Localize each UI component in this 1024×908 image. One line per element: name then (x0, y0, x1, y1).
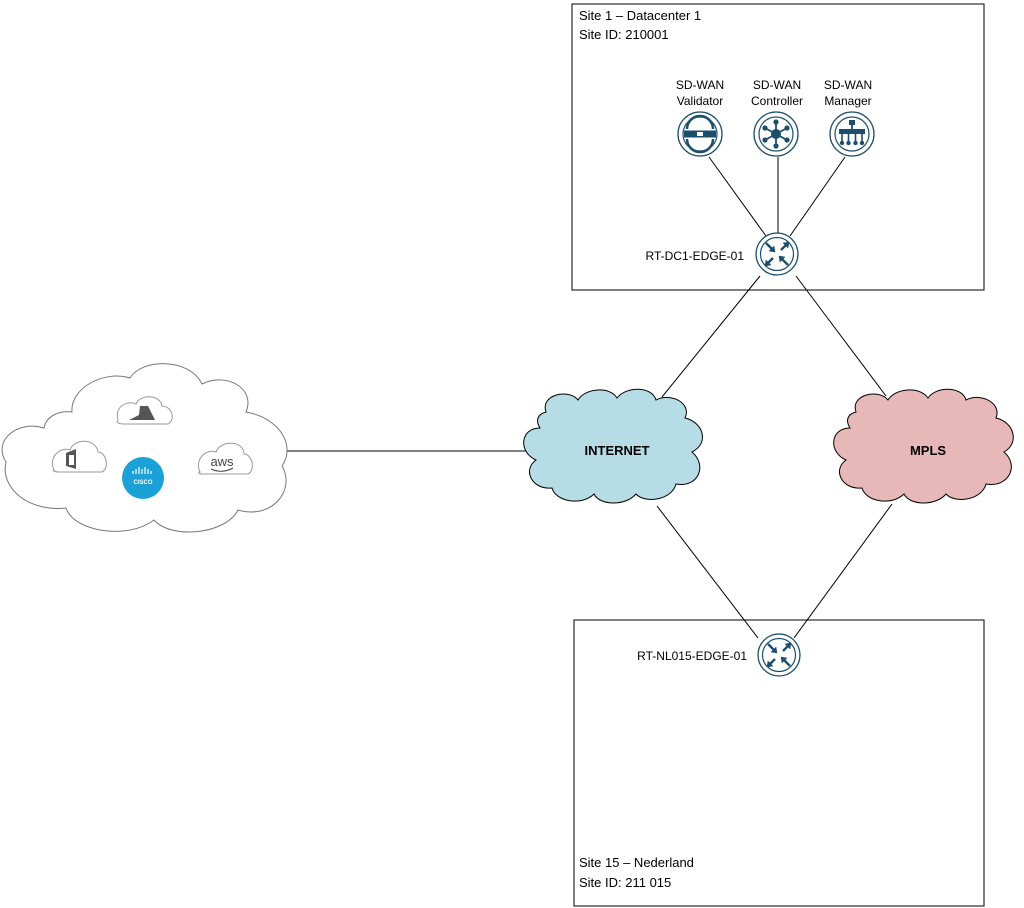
link-validator-router (708, 156, 767, 237)
aws-icon: aws (198, 442, 253, 475)
validator-label-1: SD-WAN (676, 78, 724, 92)
cisco-text: CISCO (133, 480, 152, 486)
azure-icon (116, 396, 173, 425)
site15-id: Site ID: 211 015 (579, 875, 671, 890)
manager-label-2: Manager (824, 94, 871, 108)
manager-icon[interactable] (829, 111, 875, 157)
site15-box: Site 15 – Nederland Site ID: 211 015 (573, 619, 985, 907)
internet-cloud[interactable]: INTERNET (523, 388, 703, 504)
mpls-cloud[interactable]: MPLS (833, 388, 1014, 504)
office-icon (52, 440, 107, 473)
cisco-icon: CISCO (122, 457, 164, 499)
connection-lines (286, 156, 893, 639)
link-manager-router (789, 156, 846, 237)
mpls-label: MPLS (910, 443, 946, 458)
router-dc1-icon[interactable] (755, 232, 799, 276)
site1-box: Site 1 – Datacenter 1 Site ID: 210001 (571, 3, 985, 291)
site15-title: Site 15 – Nederland (579, 855, 694, 870)
internet-label: INTERNET (585, 443, 650, 458)
controller-label-1: SD-WAN (753, 78, 801, 92)
site1-title: Site 1 – Datacenter 1 (579, 8, 701, 23)
router-nl015-label: RT-NL015-EDGE-01 (637, 649, 747, 663)
site1-id: Site ID: 210001 (579, 27, 669, 42)
aws-text: aws (210, 454, 234, 469)
validator-label-2: Validator (677, 94, 723, 108)
controller-label-2: Controller (751, 94, 803, 108)
validator-icon[interactable] (677, 111, 723, 157)
manager-label-1: SD-WAN (824, 78, 872, 92)
link-internet-nl015 (656, 505, 759, 639)
controller-icon[interactable] (753, 111, 799, 157)
saas-cloud[interactable]: CISCO aws (1, 363, 288, 533)
router-dc1-label: RT-DC1-EDGE-01 (646, 249, 745, 263)
router-nl015-icon[interactable] (757, 633, 801, 677)
link-dc1-internet (661, 275, 761, 398)
link-mpls-nl015 (793, 503, 893, 639)
link-dc1-mpls (795, 275, 887, 397)
